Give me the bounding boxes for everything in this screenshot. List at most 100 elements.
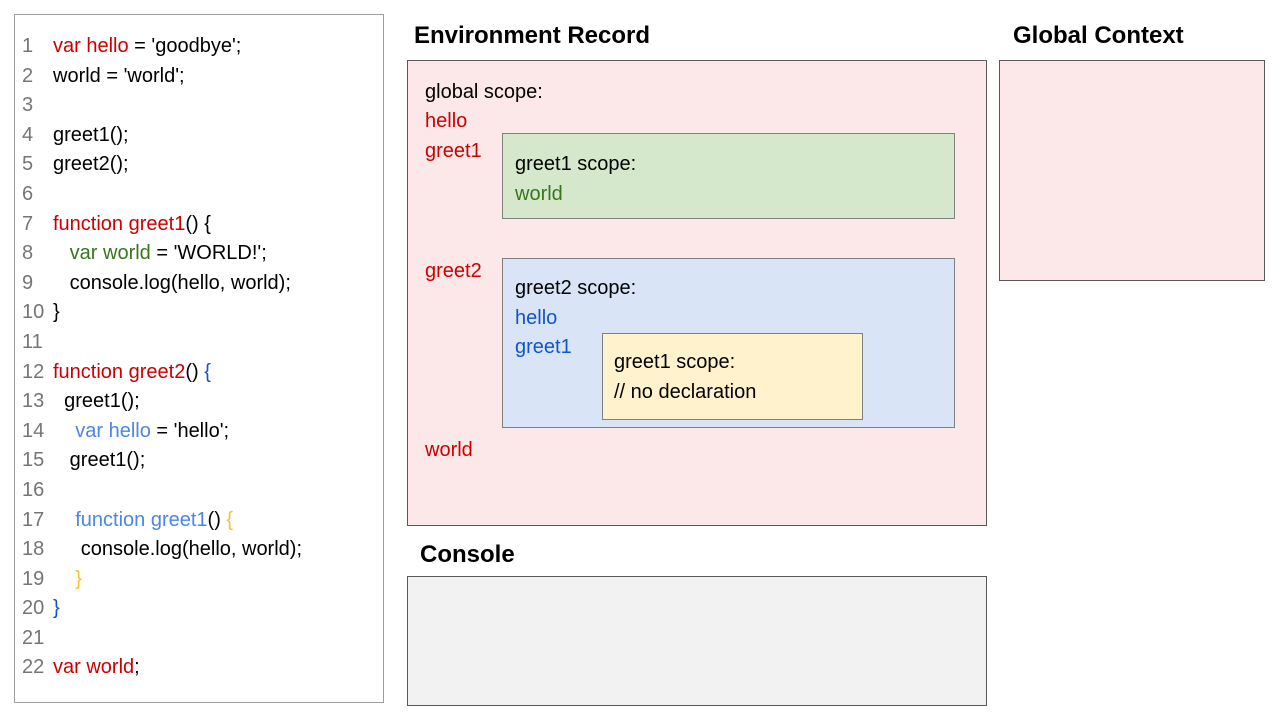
greet2-scope-title: greet2 scope:: [515, 277, 637, 299]
code-text: console.log(hello, world);: [53, 269, 291, 299]
greet1-scope-box: greet1 scope: world: [502, 133, 955, 219]
line-number: 3: [22, 94, 34, 117]
code-text: var world;: [53, 653, 140, 683]
environment-record-box: global scope: hello greet1 greet1 scope:…: [407, 60, 987, 526]
code-segment: function greet2: [53, 360, 186, 383]
code-text: var hello = 'goodbye';: [53, 32, 241, 62]
environment-record-title: Environment Record: [414, 22, 651, 49]
code-line: 18 console.log(hello, world);: [15, 535, 383, 565]
line-number: 8: [22, 242, 34, 265]
code-text: world = 'world';: [53, 62, 185, 92]
code-line: 11: [15, 328, 383, 358]
code-text: greet1();: [53, 121, 129, 151]
greet1-scope-var-world: world: [515, 182, 563, 205]
code-segment: function greet1: [53, 508, 208, 531]
code-segment: ;: [134, 656, 140, 679]
code-segment: = 'hello';: [150, 419, 230, 442]
line-number: 22: [22, 656, 45, 679]
greet2-scope-box: greet2 scope: hello greet1 greet1 scope:…: [502, 258, 955, 428]
line-number: 5: [22, 153, 34, 176]
code-segment: (): [185, 360, 199, 383]
code-text: greet1();: [53, 387, 140, 417]
code-segment: console.log(hello, world);: [53, 538, 303, 561]
code-segment: (): [207, 508, 221, 531]
code-text: function greet1() {: [53, 506, 233, 536]
line-number: 13: [22, 390, 45, 413]
code-segment: greet1();: [53, 449, 146, 472]
line-number: 4: [22, 123, 34, 146]
line-number: 11: [22, 330, 43, 353]
code-text: }: [53, 594, 60, 624]
code-segment: = 'WORLD!';: [150, 242, 267, 265]
code-line: 19 }: [15, 565, 383, 595]
global-var-greet1: greet1: [425, 140, 482, 162]
global-var-world: world: [425, 439, 473, 461]
line-number: 9: [22, 271, 34, 294]
code-line: 8 var world = 'WORLD!';: [15, 239, 383, 269]
code-line: 15 greet1();: [15, 446, 383, 476]
code-line: 4 greet1();: [15, 121, 383, 151]
line-number: 21: [22, 626, 45, 649]
code-line: 22 var world;: [15, 653, 383, 683]
line-number: 14: [22, 419, 45, 442]
code-segment: {: [220, 508, 234, 531]
code-segment: world = 'world';: [53, 64, 185, 87]
code-line: 2 world = 'world';: [15, 62, 383, 92]
code-segment: }: [53, 567, 82, 590]
code-line: 12 function greet2() {: [15, 358, 383, 388]
code-segment: }: [53, 597, 60, 620]
global-scope-label: global scope:: [425, 81, 543, 103]
line-number: 2: [22, 64, 34, 87]
code-line: 1 var hello = 'goodbye';: [15, 32, 383, 62]
greet1-scope-title: greet1 scope:: [515, 153, 637, 175]
code-segment: var hello: [53, 419, 151, 442]
code-text: greet1();: [53, 446, 146, 476]
console-box: [407, 576, 987, 706]
code-line: 16: [15, 476, 383, 506]
code-segment: var hello: [53, 35, 129, 57]
nested-greet1-scope-title: greet1 scope:: [614, 351, 736, 373]
line-number: 1: [22, 35, 34, 57]
code-text: }: [53, 298, 60, 328]
code-line: 7 function greet1() {: [15, 210, 383, 240]
global-var-hello: hello: [425, 110, 468, 132]
code-text: }: [53, 565, 82, 595]
line-number: 10: [22, 301, 45, 324]
code-segment: }: [53, 301, 60, 324]
line-number: 19: [22, 567, 45, 590]
code-segment: function greet1: [53, 212, 186, 235]
code-line: 13 greet1();: [15, 387, 383, 417]
code-segment: greet2();: [53, 153, 129, 176]
code-line: 21: [15, 624, 383, 654]
code-text: function greet1() {: [53, 210, 211, 240]
line-number: 18: [22, 538, 45, 561]
code-text: var world = 'WORLD!';: [53, 239, 267, 269]
code-text: var hello = 'hello';: [53, 417, 229, 447]
greet2-scope-var-greet1: greet1: [515, 336, 572, 359]
line-number: 6: [22, 182, 34, 205]
line-number: 15: [22, 449, 45, 472]
code-text: function greet2() {: [53, 358, 211, 388]
code-segment: () {: [185, 212, 211, 235]
code-text: greet2();: [53, 150, 129, 180]
line-number: 20: [22, 597, 45, 620]
code-line: 10}: [15, 298, 383, 328]
global-context-box: [999, 60, 1265, 281]
code-segment: greet1();: [53, 123, 129, 146]
line-number: 12: [22, 360, 45, 383]
line-number: 7: [22, 212, 34, 235]
greet2-scope-var-hello: hello: [515, 306, 558, 329]
code-line: 9 console.log(hello, world);: [15, 269, 383, 299]
code-segment: console.log(hello, world);: [53, 271, 291, 294]
code-segment: = 'goodbye';: [128, 35, 242, 57]
code-line: 17 function greet1() {: [15, 506, 383, 536]
code-line: 5 greet2();: [15, 150, 383, 180]
console-title: Console: [420, 541, 515, 568]
code-segment: {: [198, 360, 211, 383]
line-number: 16: [22, 478, 45, 501]
global-context-title: Global Context: [1013, 22, 1184, 49]
code-line: 14 var hello = 'hello';: [15, 417, 383, 447]
code-segment: var world: [53, 242, 151, 265]
code-line: 20}: [15, 594, 383, 624]
code-segment: greet1();: [53, 390, 140, 413]
